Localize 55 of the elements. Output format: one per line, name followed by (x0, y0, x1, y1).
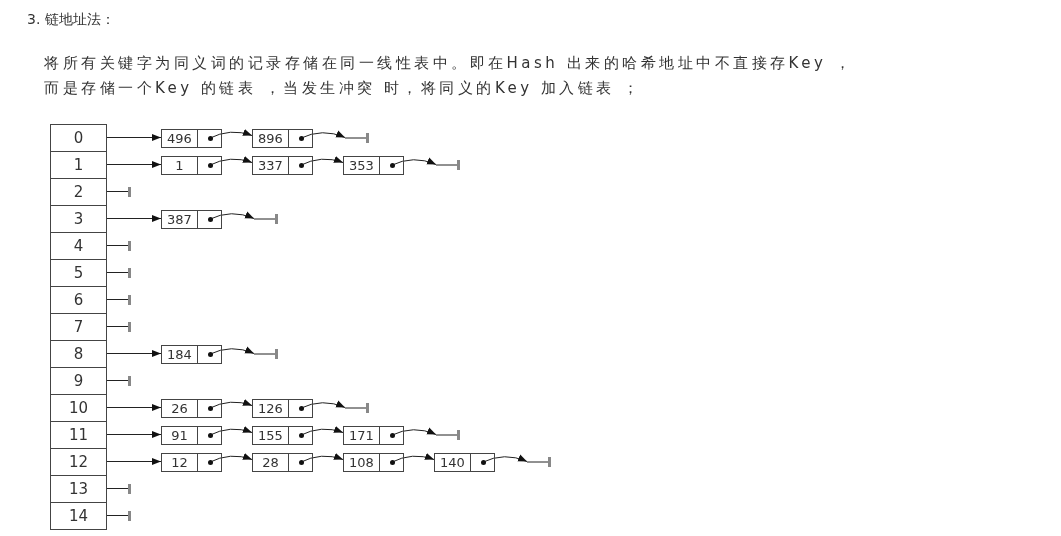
arrow (106, 403, 162, 412)
list-node: 155 (252, 425, 313, 445)
list-node: 26 (161, 398, 222, 418)
table-cell: 1 (50, 151, 107, 179)
table-cell: 13 (50, 475, 107, 503)
table-cell: 7 (50, 313, 107, 341)
list-node: 184 (161, 344, 222, 364)
null-terminator (128, 375, 131, 386)
list-node: 12 (161, 452, 222, 472)
list-node: 171 (343, 425, 404, 445)
table-cell: 9 (50, 367, 107, 395)
arrow (106, 430, 162, 439)
null-terminator (527, 456, 551, 467)
list-node: 337 (252, 155, 313, 175)
list-node: 126 (252, 398, 313, 418)
table-cell: 11 (50, 421, 107, 449)
table-cell: 14 (50, 502, 107, 530)
table-cell: 4 (50, 232, 107, 260)
arrow (106, 160, 162, 169)
list-node: 1 (161, 155, 222, 175)
list-node: 91 (161, 425, 222, 445)
table-cell: 6 (50, 286, 107, 314)
list-node: 496 (161, 128, 222, 148)
null-terminator (128, 483, 131, 494)
null-terminator (128, 240, 131, 251)
list-node: 896 (252, 128, 313, 148)
null-terminator (128, 294, 131, 305)
table-cell: 5 (50, 259, 107, 287)
null-terminator (128, 510, 131, 521)
null-terminator (254, 348, 278, 359)
table-cell: 3 (50, 205, 107, 233)
table-cell: 2 (50, 178, 107, 206)
null-terminator (128, 321, 131, 332)
null-terminator (345, 402, 369, 413)
heading: 3. 链地址法： (27, 10, 115, 29)
list-node: 353 (343, 155, 404, 175)
arrow (106, 214, 162, 223)
table-cell: 10 (50, 394, 107, 422)
null-terminator (345, 132, 369, 143)
null-terminator (128, 267, 131, 278)
table-cell: 0 (50, 124, 107, 152)
arrow (106, 457, 162, 466)
arrow (106, 349, 162, 358)
list-node: 108 (343, 452, 404, 472)
list-node: 387 (161, 209, 222, 229)
null-terminator (128, 186, 131, 197)
null-terminator (436, 159, 460, 170)
description-paragraph: 将所有关键字为同义词的记录存储在同一线性表中。即在Hash 出来的哈希地址中不直接存Key ，而是存储一个Key 的链表 ，当发生冲突 时，将同义的Key 加入链表 ； (44, 53, 855, 99)
list-node: 140 (434, 452, 495, 472)
null-terminator (254, 213, 278, 224)
null-terminator (436, 429, 460, 440)
arrow (106, 133, 162, 142)
table-cell: 12 (50, 448, 107, 476)
table-cell: 8 (50, 340, 107, 368)
list-node: 28 (252, 452, 313, 472)
